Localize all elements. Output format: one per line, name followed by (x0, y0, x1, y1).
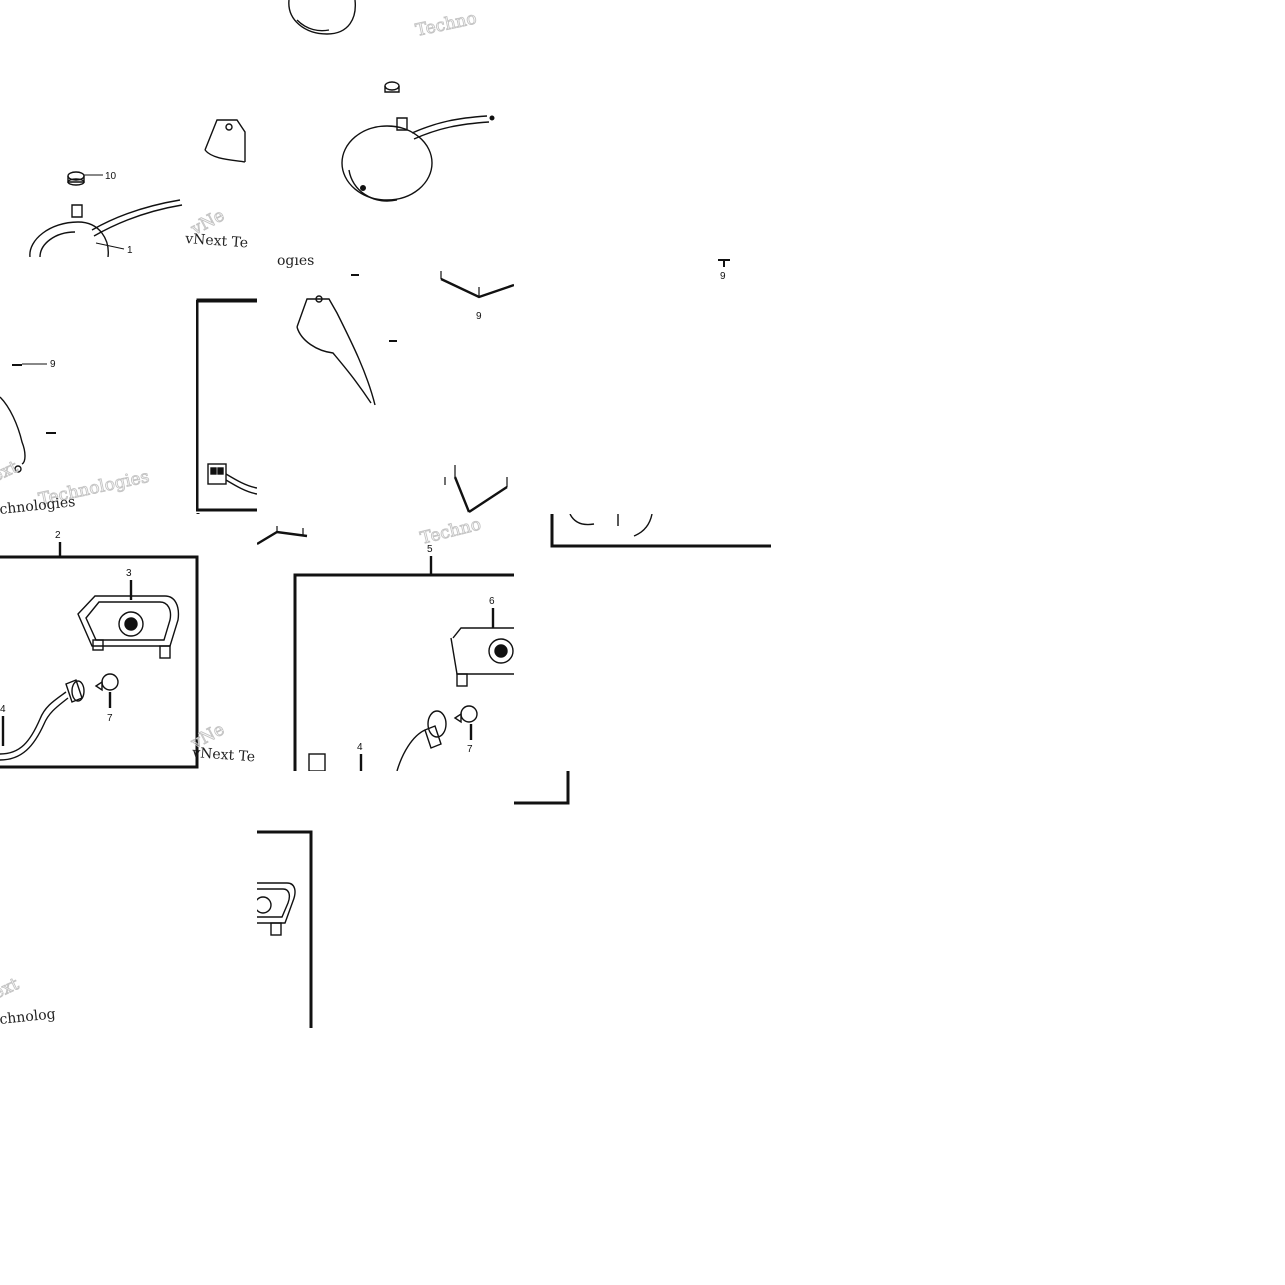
assembly-frame (0, 555, 199, 769)
lamp-housing (257, 882, 296, 936)
watermark-ogies: ogies (277, 257, 314, 269)
callout-2: 2 (55, 530, 61, 541)
connector-plug (308, 753, 326, 771)
screw-part (351, 274, 397, 342)
assembly-frame (550, 514, 771, 548)
nut-part (67, 171, 85, 186)
socket-wire (396, 729, 426, 771)
assembly-frame (257, 830, 313, 1028)
assembly-frame (196, 300, 257, 512)
screw-part (718, 259, 730, 267)
watermark-chnolog: chnolog (0, 1006, 56, 1028)
callout-9: 9 (720, 271, 726, 282)
socket-wire (569, 514, 653, 537)
tile-rh-assembly: Techno 5 6 7 (257, 514, 514, 771)
watermark-next: ext (0, 457, 21, 486)
screw-part (12, 364, 56, 434)
watermark-chnologies: chnologies (0, 494, 76, 514)
watermark-techno: Techno (414, 8, 479, 40)
lamp-housing (450, 627, 514, 687)
bulb-socket (65, 679, 85, 703)
watermark-vnext-te: vNext Te (191, 745, 256, 765)
callout-7: 7 (107, 713, 113, 724)
tile-connector (196, 300, 257, 513)
callout-6: 6 (489, 596, 495, 607)
tile-headlamp-left: 10 1 vNe vNext Te (0, 0, 257, 257)
bulb (453, 705, 478, 724)
bulb (94, 673, 119, 692)
callout-1: 1 (127, 245, 133, 256)
assembly-frame (514, 771, 570, 805)
headlamp-top-partial (288, 0, 356, 35)
connector-plug (207, 463, 257, 495)
tile-headlamp-center: Techno (257, 0, 514, 257)
tile-watermark: ext chnolog (0, 771, 257, 1028)
bulb-socket (424, 710, 447, 749)
tile-frame-corner (514, 771, 771, 1028)
callout-7: 7 (467, 744, 473, 755)
tile-frame-fragment (514, 514, 771, 771)
headlamp-body (29, 199, 183, 257)
headlamp-body (341, 115, 490, 202)
harness-pins (276, 526, 304, 536)
nut-part (384, 81, 400, 93)
callout-3: 3 (126, 568, 132, 579)
callout-9: 9 (50, 359, 56, 370)
watermark-next: ext (0, 974, 22, 1003)
tile-screw: 9 (514, 257, 771, 514)
callout-5: 5 (427, 544, 433, 555)
bracket-part (296, 295, 376, 406)
callout-4: 4 (0, 704, 6, 715)
wire-harness (257, 530, 308, 546)
lamp-housing (77, 595, 180, 659)
socket-wire (0, 691, 69, 761)
bracket-part (204, 119, 246, 163)
assembly-frame (293, 573, 514, 771)
callout-4: 4 (357, 742, 363, 753)
watermark-vnext-te: vNext Te (184, 231, 249, 251)
tile-lh-assembly: 2 3 7 (0, 514, 257, 771)
callout-10: 10 (105, 171, 117, 182)
harness-pins (440, 271, 508, 487)
callout-9: 9 (476, 311, 482, 322)
tile-bracket-center: ogies 9 (257, 257, 514, 514)
tile-housing-fragment (257, 771, 514, 1028)
wire-terminal (360, 115, 495, 191)
bracket-arm (0, 396, 26, 473)
